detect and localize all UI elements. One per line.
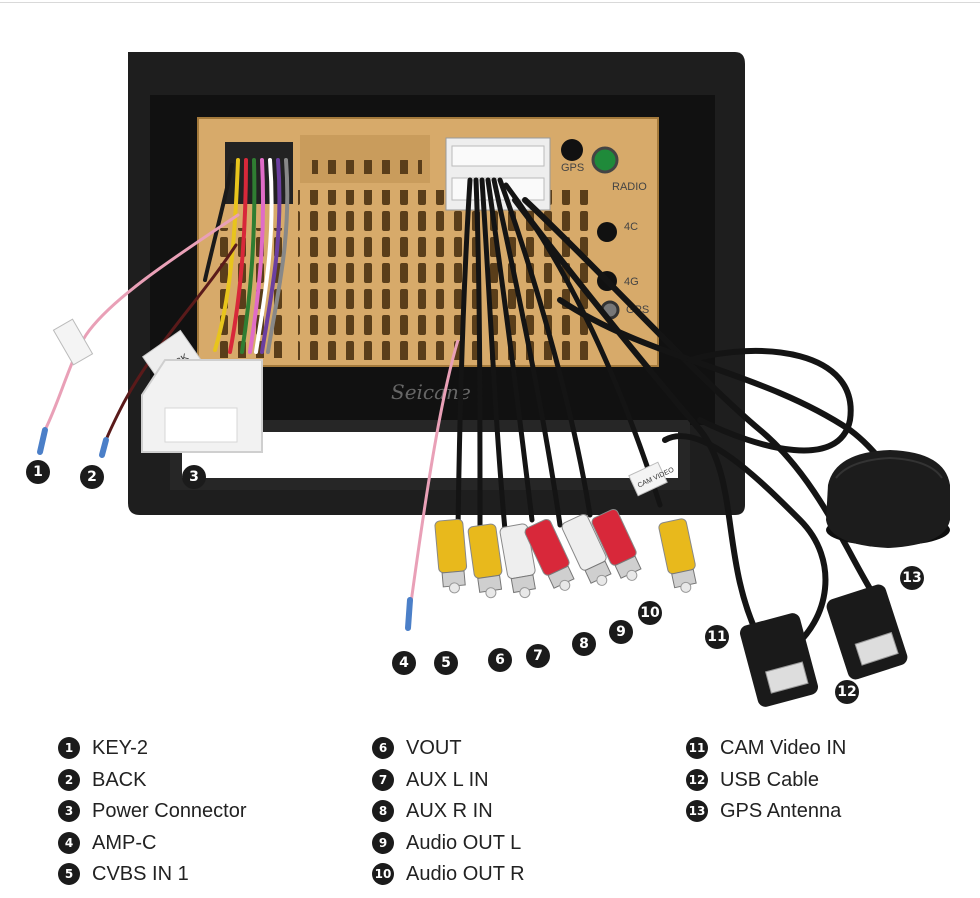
- legend-label: BACK: [92, 768, 147, 791]
- back-wire: [99, 243, 238, 458]
- legend-number-badge: 12: [686, 768, 708, 791]
- legend-column-2: 6 VOUT 7 AUX L IN 8 AUX R IN 9 Audio OUT L 10 Aud…: [372, 733, 525, 891]
- legend-item: 5 CVBS IN 1: [58, 859, 247, 891]
- legend-number-badge: 5: [58, 863, 80, 885]
- callout-marker-3: 3: [182, 465, 206, 489]
- callout-marker-1: 1: [26, 460, 50, 484]
- legend-item: 10 Audio OUT R: [372, 859, 525, 891]
- amp-c-tip: [405, 597, 413, 631]
- legend-number-badge: 7: [372, 768, 394, 791]
- radio-label: RADIO: [612, 181, 647, 193]
- legend-number-badge: 6: [372, 737, 394, 759]
- legend-number-badge: 11: [686, 737, 708, 759]
- rca-plug: [524, 518, 575, 591]
- rca-plug: [658, 518, 697, 593]
- legend-label: GPS Antenna: [720, 800, 842, 822]
- legend-item: 12 USB Cable: [686, 765, 846, 797]
- legend-label: CVBS IN 1: [92, 863, 189, 885]
- legend-item: 4 AMP-C: [58, 828, 247, 860]
- legend-label: AUX L IN: [406, 768, 489, 791]
- rca-plugs: [434, 508, 697, 599]
- legend-label: AMP-C: [92, 831, 157, 854]
- legend-item: 3 Power Connector: [58, 796, 247, 828]
- legend-item: 8 AUX R IN: [372, 796, 525, 828]
- callout-marker-5: 5: [434, 651, 458, 675]
- callout-marker-6: 6: [488, 648, 512, 672]
- rca-plug: [467, 523, 503, 599]
- legend-label: Audio OUT R: [406, 863, 525, 885]
- legend-item: 6 VOUT: [372, 733, 525, 765]
- power-connector: BACK: [141, 329, 263, 453]
- legend-number-badge: 13: [686, 800, 708, 822]
- legend-number-badge: 1: [58, 737, 80, 759]
- legend-label: KEY-2: [92, 737, 148, 759]
- legend-label: USB Cable: [720, 768, 819, 791]
- legend-item: 7 AUX L IN: [372, 765, 525, 797]
- legend-label: Power Connector: [92, 800, 247, 822]
- callout-marker-13: 13: [900, 566, 924, 590]
- legend-label: CAM Video IN: [720, 737, 847, 759]
- callout-marker-2: 2: [80, 465, 104, 489]
- legend-number-badge: 2: [58, 768, 80, 791]
- callout-marker-9: 9: [609, 620, 633, 644]
- legend-item: 11 CAM Video IN: [686, 733, 846, 765]
- 4c-label: 4C: [624, 221, 638, 233]
- wiring-diagram: GPS RADIO 4C 4G GPS Seicane: [37, 52, 950, 707]
- legend-column-1: 1 KEY-2 2 BACK 3 Power Connector 4 AMP-C 5 CVBS I…: [58, 733, 247, 891]
- legend-item: 9 Audio OUT L: [372, 828, 525, 860]
- usb-gps-cables: [512, 197, 893, 653]
- callout-marker-4: 4: [392, 651, 416, 675]
- legend-item: 2 BACK: [58, 765, 247, 797]
- rca-plug: [499, 523, 536, 599]
- legend-column-3: 11 CAM Video IN 12 USB Cable 13 GPS Antenna: [686, 733, 846, 828]
- 4g-label: 4G: [624, 276, 639, 288]
- legend-item: 1 KEY-2: [58, 733, 247, 765]
- legend-number-badge: 4: [58, 831, 80, 854]
- usb-plugs: [739, 584, 908, 707]
- callout-marker-8: 8: [572, 632, 596, 656]
- rca-plug: [591, 508, 642, 581]
- gps-small-label: GPS: [561, 162, 584, 174]
- callout-marker-7: 7: [526, 644, 550, 668]
- key2-wire: [37, 213, 240, 455]
- callout-marker-10: 10: [638, 601, 662, 625]
- callout-marker-11: 11: [705, 625, 729, 649]
- amp-c-wire: [408, 339, 460, 611]
- legend-item: 13 GPS Antenna: [686, 796, 846, 828]
- rca-plug: [561, 513, 612, 586]
- watermark-text: Seicane: [391, 380, 471, 404]
- legend-number-badge: 9: [372, 831, 394, 854]
- gps-antenna: [826, 450, 950, 548]
- legend-label: AUX R IN: [406, 800, 493, 822]
- legend-number-badge: 10: [372, 863, 394, 885]
- legend-number-badge: 8: [372, 800, 394, 822]
- legend-label: Audio OUT L: [406, 831, 522, 854]
- legend-number-badge: 3: [58, 800, 80, 822]
- legend-label: VOUT: [406, 737, 462, 759]
- callout-marker-12: 12: [835, 680, 859, 704]
- top-divider: [0, 2, 980, 3]
- rca-plug: [434, 518, 468, 594]
- wiring-harness: [203, 158, 290, 354]
